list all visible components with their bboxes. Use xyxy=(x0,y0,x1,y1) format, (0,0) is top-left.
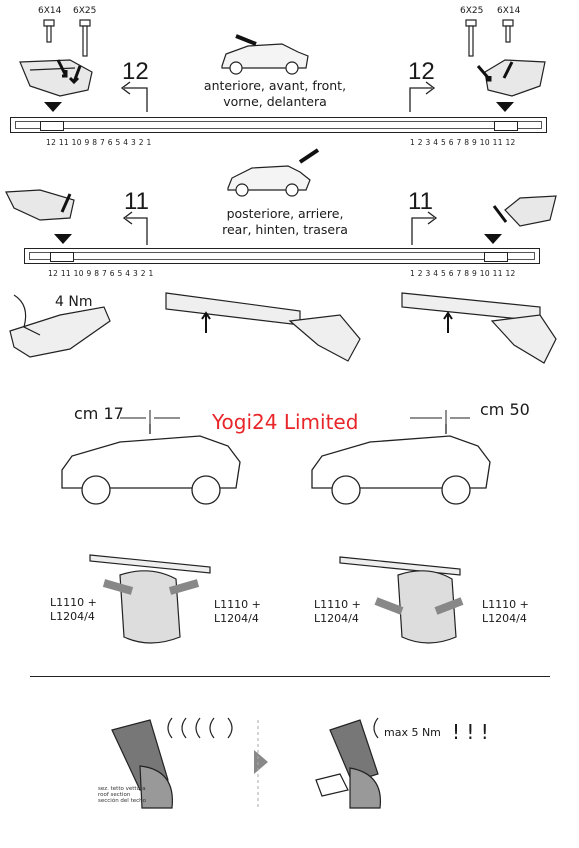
rear-label: posteriore, arriere, rear, hinten, trase… xyxy=(222,206,348,237)
position-number-left: 12 xyxy=(122,58,149,85)
car-top-icon xyxy=(397,570,457,644)
screw-size-right-2: 6X14 xyxy=(497,6,521,16)
arrow-icon xyxy=(68,65,82,85)
clamp-detail-icon xyxy=(9,306,111,358)
distance-rear: cm 50 xyxy=(480,400,530,419)
bar-icon xyxy=(89,554,211,574)
clamp-left-icon xyxy=(5,189,75,221)
max-torque-label: max 5 Nm xyxy=(384,726,441,739)
clamp-position-left xyxy=(50,252,74,262)
top-illustrations xyxy=(5,19,557,245)
car-side-icon xyxy=(311,424,491,505)
arrow-icon xyxy=(492,205,508,223)
car-front-icon xyxy=(221,43,309,75)
arrow-icon xyxy=(168,579,200,595)
clamp-right-icon xyxy=(484,59,546,97)
roof-section-icon xyxy=(139,765,173,809)
hand-icon xyxy=(13,294,41,336)
front-label: anteriore, avant, front, vorne, delanter… xyxy=(203,78,347,109)
return-arrow-left-icon xyxy=(120,81,148,112)
section-divider xyxy=(30,676,550,677)
position-marker-icon xyxy=(54,234,72,244)
arrow-icon xyxy=(476,65,492,82)
bar-icon xyxy=(339,556,461,576)
roof-rail-rear xyxy=(24,248,540,264)
arrow-up-icon xyxy=(443,311,453,333)
car-top-icon xyxy=(119,570,181,644)
position-marker-icon xyxy=(44,102,62,112)
arrow-icon xyxy=(60,193,72,213)
rail-section-icon xyxy=(401,292,541,322)
scale-left: 12 11 10 9 8 7 6 5 4 3 2 1 xyxy=(48,269,154,278)
arrow-icon xyxy=(374,597,404,615)
car-rear-icon xyxy=(227,165,311,197)
foot-icon xyxy=(490,314,557,364)
roof-rail-front xyxy=(10,117,547,133)
kit-label-right-b: L1110 + L1204/4 xyxy=(482,598,529,625)
bracket-parts-icon xyxy=(167,717,379,739)
screw-size-right-1: 6X25 xyxy=(460,6,484,16)
clamp-left-icon xyxy=(19,59,93,97)
roof-section-icon xyxy=(349,767,382,809)
measure-illustrations xyxy=(61,410,491,505)
position-number-left: 11 xyxy=(124,188,149,215)
car-side-icon xyxy=(61,424,241,505)
foot-icon xyxy=(288,314,361,362)
dimension-line-icon xyxy=(410,410,470,430)
arrow-up-icon xyxy=(201,311,211,333)
arrow-icon xyxy=(298,148,320,164)
screw-size-left-1: 6X14 xyxy=(38,6,62,16)
scale-right: 1 2 3 4 5 6 7 8 9 10 11 12 xyxy=(410,138,516,147)
final-tightening-illustrations xyxy=(111,717,382,810)
scale-left: 12 11 10 9 8 7 6 5 4 3 2 1 xyxy=(46,138,152,147)
dimension-line-icon xyxy=(120,410,180,430)
arrow-icon xyxy=(56,59,68,78)
warning-label: ! ! ! xyxy=(452,720,489,744)
roof-section-label: sez. tetto vettura roof section sección … xyxy=(98,786,146,804)
next-step-arrow-icon xyxy=(254,750,268,774)
rail-section-icon xyxy=(165,292,301,326)
return-arrow-right-icon xyxy=(411,211,438,245)
clamp-position-right xyxy=(484,252,508,262)
clamp-position-right xyxy=(494,121,518,131)
position-number-right: 11 xyxy=(408,188,433,215)
brand-watermark: Yogi24 Limited xyxy=(212,410,359,434)
scale-right: 1 2 3 4 5 6 7 8 9 10 11 12 xyxy=(410,269,516,278)
kit-label-left-b: L1110 + L1204/4 xyxy=(314,598,361,625)
screw-icon xyxy=(43,19,514,57)
position-marker-icon xyxy=(496,102,514,112)
hand-icon xyxy=(315,773,349,797)
arrow-icon xyxy=(434,597,464,615)
foot-icon xyxy=(329,719,379,783)
kit-label-left-a: L1110 + L1204/4 xyxy=(50,596,97,623)
assembly-details xyxy=(9,292,557,364)
clamp-position-left xyxy=(40,121,64,131)
arrow-icon xyxy=(235,34,257,46)
position-number-right: 12 xyxy=(408,58,435,85)
clamp-right-icon xyxy=(504,195,557,227)
return-arrow-right-icon xyxy=(409,81,436,112)
fit-illustrations xyxy=(89,554,464,644)
screw-size-left-2: 6X25 xyxy=(73,6,97,16)
arrow-icon xyxy=(102,579,134,595)
kit-label-right-a: L1110 + L1204/4 xyxy=(214,598,261,625)
torque-label: 4 Nm xyxy=(55,294,93,310)
return-arrow-left-icon xyxy=(122,211,148,245)
distance-front: cm 17 xyxy=(74,404,124,423)
arrow-icon xyxy=(502,61,514,79)
position-marker-icon xyxy=(484,234,502,244)
